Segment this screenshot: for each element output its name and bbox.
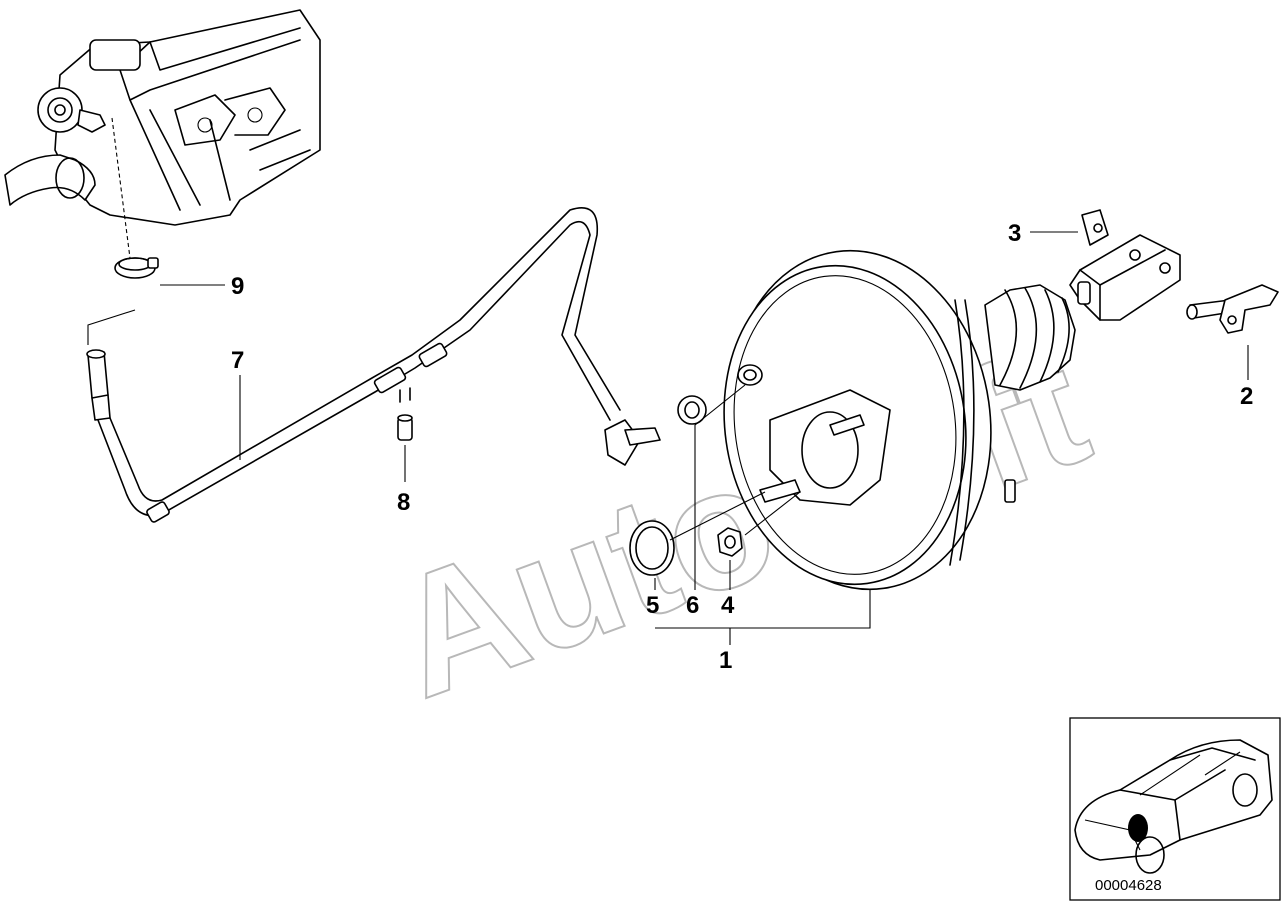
callout-9: 9	[231, 273, 244, 300]
locator-highlight	[1128, 814, 1148, 842]
grommet	[677, 395, 707, 425]
locator-car	[1074, 739, 1273, 874]
callout-1: 1	[719, 647, 732, 674]
hex-nut	[717, 527, 743, 557]
callout-8: 8	[397, 489, 410, 516]
callout-6: 6	[686, 592, 699, 619]
callout-3: 3	[1008, 220, 1021, 247]
vacuum-hose	[86, 207, 661, 523]
callout-4: 4	[721, 592, 735, 619]
hose-connector-sleeve	[397, 387, 413, 441]
clevis-pin	[1186, 284, 1279, 334]
engine-intake-manifold	[4, 9, 321, 226]
locator-inset: 00004628	[1069, 717, 1281, 901]
callout-7: 7	[231, 347, 244, 374]
pushrod-clevis	[1069, 234, 1181, 321]
o-ring	[629, 520, 675, 576]
reference-number: 00004628	[1095, 877, 1162, 894]
callout-2: 2	[1240, 383, 1253, 410]
callout-5: 5	[646, 592, 659, 619]
leader-lines	[87, 231, 1249, 645]
retaining-clip	[1081, 209, 1109, 246]
hose-clamp	[111, 117, 159, 279]
callout-labels: 1 2 3 4 5 6 7 8 9	[231, 220, 1253, 674]
